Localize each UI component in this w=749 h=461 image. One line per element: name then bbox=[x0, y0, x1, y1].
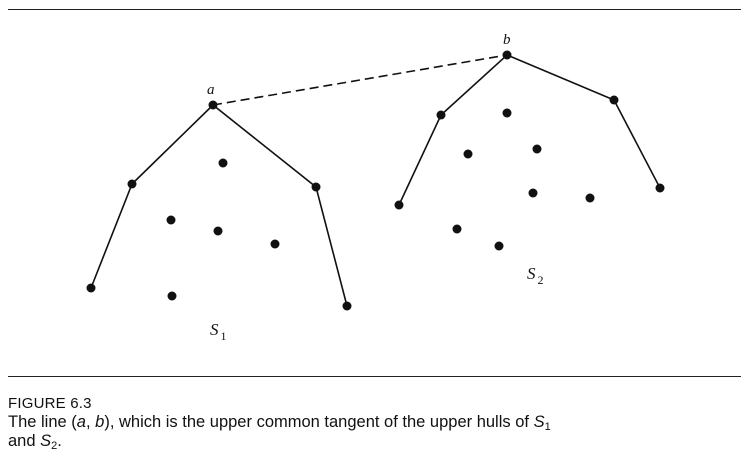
bottom-rule bbox=[8, 376, 741, 377]
set-s1-letter: S bbox=[210, 320, 219, 339]
caption-comma: , bbox=[85, 413, 96, 431]
s1-hull-vertex bbox=[86, 283, 96, 293]
s2-interior-point bbox=[532, 144, 542, 154]
s1-hull-vertex bbox=[342, 301, 352, 311]
top-rule bbox=[8, 9, 741, 10]
caption-s1-letter: S bbox=[533, 413, 545, 431]
s2-hull-vertex bbox=[609, 95, 619, 105]
point-b bbox=[502, 50, 512, 60]
caption-s2-letter: S bbox=[40, 432, 52, 450]
s2-interior-point bbox=[452, 224, 462, 234]
s2-interior-point bbox=[585, 193, 595, 203]
caption-and: and bbox=[8, 432, 41, 450]
s2-interior-point bbox=[528, 188, 538, 198]
s2-hull-vertex bbox=[655, 183, 665, 193]
figure-title: FIGURE 6.3 bbox=[8, 395, 92, 412]
s2-interior-point bbox=[494, 241, 504, 251]
caption-end: . bbox=[57, 432, 62, 450]
s1-interior-point bbox=[218, 158, 228, 168]
upper-hull-s1 bbox=[90, 103, 348, 307]
set-s1-subscript: 1 bbox=[221, 329, 227, 343]
set-s2-letter: S bbox=[527, 264, 536, 283]
s1-interior-point bbox=[166, 215, 176, 225]
point-a-label: a bbox=[207, 82, 215, 98]
caption-s1-subscript: 1 bbox=[544, 421, 551, 433]
s2-hull-vertex bbox=[436, 110, 446, 120]
caption-text: The line (a, b), which is the upper comm… bbox=[8, 413, 741, 452]
upper-common-tangent bbox=[212, 54, 508, 106]
s1-interior-point bbox=[167, 291, 177, 301]
caption-middle: ), which is the upper common tangent of … bbox=[104, 413, 534, 431]
caption-s2-subscript: 2 bbox=[51, 440, 58, 452]
s1-interior-point bbox=[213, 226, 223, 236]
figure-caption: FIGURE 6.3 The line (a, b), which is the… bbox=[8, 394, 741, 452]
s1-hull-vertex bbox=[127, 179, 137, 189]
s2-interior-point bbox=[502, 108, 512, 118]
upper-hull-s2 bbox=[398, 54, 661, 206]
s2-hull-vertex bbox=[394, 200, 404, 210]
caption-b: b bbox=[95, 413, 105, 431]
s1-hull-vertex bbox=[311, 182, 321, 192]
caption-prefix: The line ( bbox=[8, 413, 77, 431]
s1-interior-point bbox=[270, 239, 280, 249]
caption-a: a bbox=[76, 413, 86, 431]
s2-interior-point bbox=[463, 149, 473, 159]
point-b-label: b bbox=[503, 32, 511, 48]
point-a bbox=[208, 100, 218, 110]
set-s2-subscript: 2 bbox=[538, 273, 544, 287]
